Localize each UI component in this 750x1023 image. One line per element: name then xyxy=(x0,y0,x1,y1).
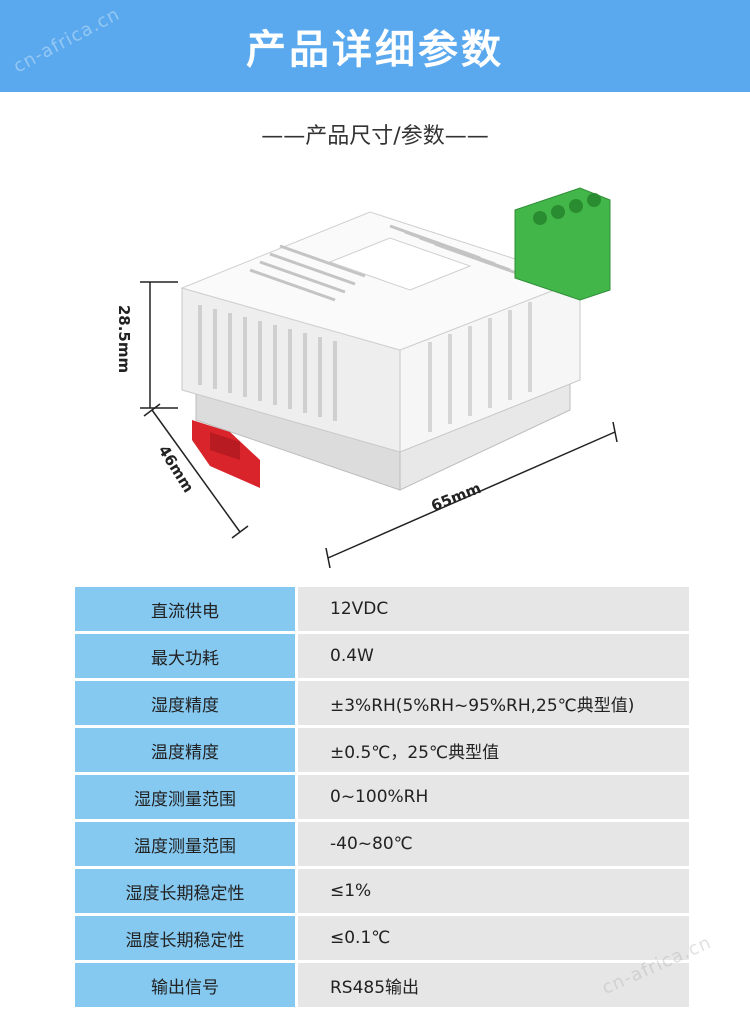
dimension-height: 28.5mm xyxy=(115,304,134,374)
table-row: 温度测量范围 -40~80℃ xyxy=(75,822,689,866)
spec-value: ≤1% xyxy=(298,869,689,913)
table-row: 湿度长期稳定性 ≤1% xyxy=(75,869,689,913)
table-row: 温度长期稳定性 ≤0.1℃ xyxy=(75,916,689,960)
table-row: 温度精度 ±0.5℃，25℃典型值 xyxy=(75,728,689,772)
spec-value: RS485输出 xyxy=(298,963,689,1007)
spec-value: 12VDC xyxy=(298,587,689,631)
table-row: 直流供电 12VDC xyxy=(75,587,689,631)
sensor-enclosure-icon xyxy=(140,187,618,569)
spec-value: -40~80℃ xyxy=(298,822,689,866)
spec-label: 温度长期稳定性 xyxy=(75,916,298,960)
page-title: 产品详细参数 xyxy=(246,27,504,73)
spec-label: 直流供电 xyxy=(75,587,298,631)
dimension-lines xyxy=(140,281,618,569)
terminal-screws xyxy=(533,193,601,225)
table-row: 湿度测量范围 0~100%RH xyxy=(75,775,689,819)
spec-value: ≤0.1℃ xyxy=(298,916,689,960)
spec-value: 0.4W xyxy=(298,634,689,678)
spec-label: 最大功耗 xyxy=(75,634,298,678)
front-vents xyxy=(198,305,337,421)
spec-table: 直流供电 12VDC 最大功耗 0.4W 湿度精度 ±3%RH(5%RH~95%… xyxy=(75,584,689,1010)
header-banner: 产品详细参数 xyxy=(0,0,750,92)
section-title: ——产品尺寸/参数—— xyxy=(261,124,489,149)
spec-value: ±0.5℃，25℃典型值 xyxy=(298,728,689,772)
spec-value: ±3%RH(5%RH~95%RH,25℃典型值) xyxy=(298,681,689,725)
product-illustration: 28.5mm 46mm 65mm xyxy=(100,170,660,570)
table-row: 湿度精度 ±3%RH(5%RH~95%RH,25℃典型值) xyxy=(75,681,689,725)
spec-label: 湿度测量范围 xyxy=(75,775,298,819)
spec-label: 温度精度 xyxy=(75,728,298,772)
spec-label: 湿度长期稳定性 xyxy=(75,869,298,913)
spec-label: 湿度精度 xyxy=(75,681,298,725)
table-row: 最大功耗 0.4W xyxy=(75,634,689,678)
spec-value: 0~100%RH xyxy=(298,775,689,819)
table-row: 输出信号 RS485输出 xyxy=(75,963,689,1007)
vent-slots xyxy=(249,224,526,302)
spec-label: 输出信号 xyxy=(75,963,298,1007)
spec-label: 温度测量范围 xyxy=(75,822,298,866)
